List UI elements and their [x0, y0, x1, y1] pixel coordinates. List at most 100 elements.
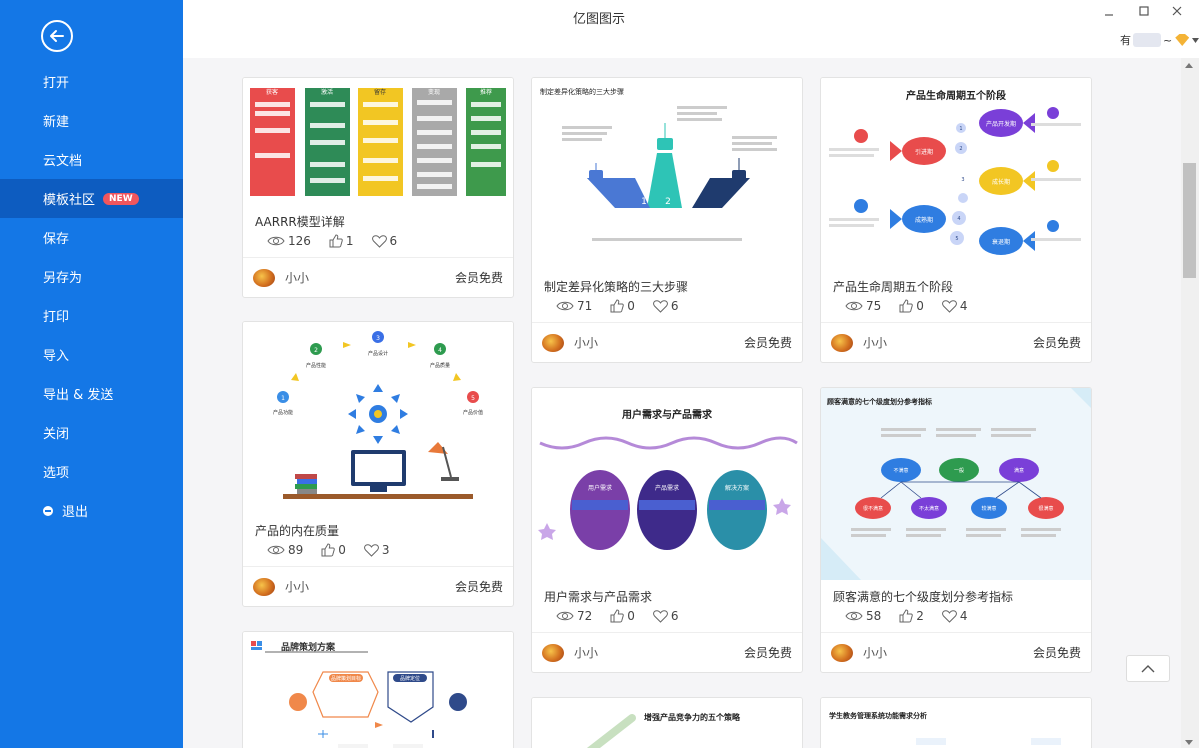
like-count[interactable]: 0: [610, 609, 635, 623]
template-card[interactable]: 产品生命周期五个阶段 引进期 成长期 成熟期 衰退期 产品开发期 2 3 4 5…: [820, 77, 1092, 363]
card-thumbnail: 制定差异化策略的三大步骤 1 2 3: [532, 78, 802, 270]
lifecycle-number: 1: [959, 126, 962, 132]
avatar[interactable]: [253, 268, 275, 287]
template-card[interactable]: 顾客满意的七个级度划分参考指标 不满意 一般 满意 很不满意 不太满意 较满意 …: [820, 387, 1092, 673]
template-card[interactable]: 制定差异化策略的三大步骤 1 2 3 制定差异化策略的三大步骤 71: [531, 77, 803, 363]
lifecycle-label: 产品开发期: [986, 120, 1016, 128]
menu-print[interactable]: 打印: [0, 296, 183, 335]
template-card[interactable]: 品牌策划方案 品牌策划目标 品牌定位: [242, 631, 514, 748]
brand-label: 品牌定位: [400, 675, 420, 682]
menu-export-send[interactable]: 导出 & 发送: [0, 374, 183, 413]
view-count: 72: [556, 609, 592, 623]
edu-title: 学生教务管理系统功能需求分析: [829, 711, 927, 720]
scroll-up-arrow[interactable]: [1185, 61, 1193, 70]
triangle-down-icon: [1185, 740, 1193, 745]
avatar[interactable]: [831, 333, 853, 352]
needs-label: 用户需求: [588, 484, 612, 492]
scrollbar-thumb[interactable]: [1183, 163, 1196, 278]
like-count[interactable]: 0: [899, 299, 924, 313]
aarrr-header: 留存: [374, 88, 386, 96]
avatar[interactable]: [542, 333, 564, 352]
favorite-count-value: 4: [959, 609, 968, 623]
quality-diagram: 1 2 3 4 5 产品功能 产品性能 产品设计 产品质量 产品价值: [243, 322, 513, 514]
author-name[interactable]: 小小: [285, 580, 310, 594]
favorite-count[interactable]: 6: [653, 299, 679, 313]
menu-close[interactable]: 关闭: [0, 413, 183, 452]
author-name[interactable]: 小小: [863, 336, 888, 350]
avatar[interactable]: [253, 577, 275, 596]
card-thumbnail: 获客 激活 留存 变现 推荐: [243, 78, 513, 206]
card-thumbnail: 用户需求与产品需求 用户需求 产品需求 解决方案: [532, 388, 802, 580]
eye-icon: [267, 236, 285, 246]
menu-save[interactable]: 保存: [0, 218, 183, 257]
author-name[interactable]: 小小: [574, 336, 599, 350]
lifecycle-number: 3: [961, 177, 964, 183]
satisfaction-title: 顾客满意的七个级度划分参考指标: [827, 397, 932, 406]
favorite-count[interactable]: 6: [371, 234, 397, 248]
quality-step-number: 4: [438, 347, 442, 354]
eye-icon: [845, 301, 863, 311]
user-suffix: ~: [1163, 33, 1173, 47]
vertical-scrollbar[interactable]: [1181, 58, 1199, 748]
user-menu[interactable]: 有 ~: [1120, 32, 1199, 48]
quality-step-label: 产品性能: [306, 362, 326, 369]
author-name[interactable]: 小小: [574, 646, 599, 660]
quality-step-label: 产品设计: [368, 350, 388, 357]
thumbs-up-icon: [899, 299, 914, 313]
favorite-count[interactable]: 4: [942, 299, 968, 313]
scroll-to-top-button[interactable]: [1126, 655, 1170, 682]
template-card[interactable]: 用户需求与产品需求 用户需求 产品需求 解决方案 用户需求与产品需求 72 0 …: [531, 387, 803, 673]
menu-exit[interactable]: 退出: [0, 491, 183, 530]
app-title: 亿图图示: [572, 12, 625, 27]
author-name[interactable]: 小小: [285, 271, 310, 285]
like-count[interactable]: 0: [610, 299, 635, 313]
like-count-value: 0: [338, 543, 346, 557]
member-free-tag: 会员免费: [743, 336, 792, 350]
lifecycle-label: 成长期: [992, 178, 1010, 186]
needs-label: 解决方案: [725, 484, 749, 492]
thumbs-up-icon: [329, 234, 343, 248]
scroll-down-arrow[interactable]: [1185, 738, 1193, 747]
vip-diamond-icon: [1175, 34, 1190, 46]
menu-cloud-docs[interactable]: 云文档: [0, 140, 183, 179]
card-stats: 72 0 6: [556, 609, 697, 623]
back-button[interactable]: [41, 20, 73, 52]
menu-import[interactable]: 导入: [0, 335, 183, 374]
menu-label: 新建: [43, 115, 70, 130]
avatar[interactable]: [542, 643, 564, 662]
view-count: 126: [267, 234, 311, 248]
template-card[interactable]: 学生教务管理系统功能需求分析: [820, 697, 1092, 748]
favorite-count-value: 6: [670, 299, 679, 313]
card-thumbnail: 学生教务管理系统功能需求分析: [821, 698, 1091, 748]
close-window-button[interactable]: [1171, 4, 1183, 21]
like-count[interactable]: 0: [321, 543, 346, 557]
aarrr-header: 推荐: [480, 88, 492, 96]
menu-label: 模板社区: [43, 193, 96, 208]
menu-save-as[interactable]: 另存为: [0, 257, 183, 296]
like-count-value: 1: [345, 234, 354, 248]
eye-icon: [267, 545, 285, 555]
satisfaction-label: 不太满意: [919, 505, 939, 512]
heart-icon: [653, 609, 668, 623]
menu-options[interactable]: 选项: [0, 452, 183, 491]
brand-title: 品牌策划方案: [281, 641, 336, 653]
favorite-count[interactable]: 6: [653, 609, 679, 623]
menu-new[interactable]: 新建: [0, 101, 183, 140]
template-card[interactable]: 获客 激活 留存 变现 推荐 AARRR模型详解 126 1 6 小小 会员免费: [242, 77, 514, 298]
like-count[interactable]: 1: [329, 234, 354, 248]
minimize-button[interactable]: [1103, 4, 1115, 21]
like-count[interactable]: 2: [899, 609, 924, 623]
chevron-down-icon: [1192, 37, 1199, 43]
author-name[interactable]: 小小: [863, 646, 888, 660]
template-card[interactable]: 增强产品竞争力的五个策略: [531, 697, 803, 748]
menu-open[interactable]: 打开: [0, 62, 183, 101]
card-footer: 小小 会员免费: [243, 566, 513, 606]
favorite-count[interactable]: 3: [364, 543, 390, 557]
satisfaction-label: 不满意: [893, 467, 908, 474]
template-card[interactable]: 1 2 3 4 5 产品功能 产品性能 产品设计 产品质量 产品价值: [242, 321, 514, 607]
maximize-button[interactable]: [1138, 4, 1150, 21]
favorite-count[interactable]: 4: [942, 609, 968, 623]
card-stats: 126 1 6: [267, 234, 415, 248]
avatar[interactable]: [831, 643, 853, 662]
